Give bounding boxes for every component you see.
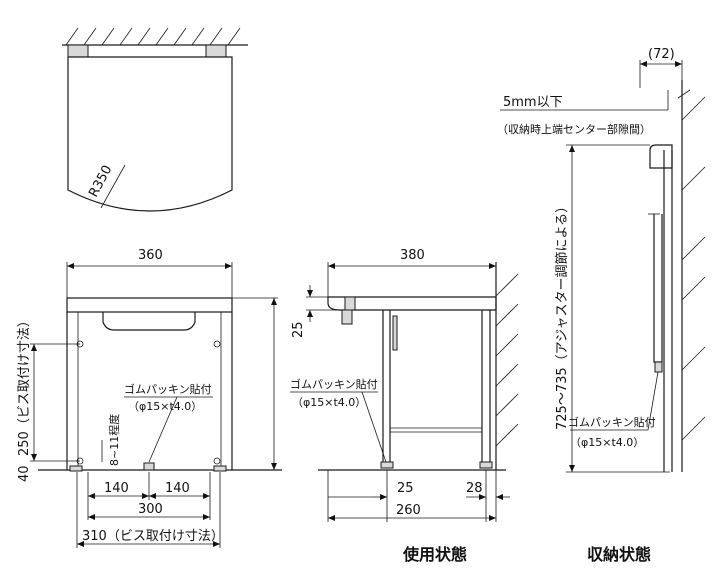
side-thickness-label: 25 bbox=[291, 321, 306, 338]
stored-gap-label: 5mm以下 bbox=[503, 95, 563, 110]
front-width-label: 360 bbox=[138, 248, 163, 263]
front-gasket-label: ゴムパッキン貼付 bbox=[124, 382, 212, 396]
side-gasket-label: ゴムパッキン貼付 bbox=[290, 377, 378, 391]
side-left-offset-label: 25 bbox=[397, 481, 414, 496]
stored-caption: 収納状態 bbox=[587, 545, 651, 564]
front-inner-width-label: 300 bbox=[138, 502, 163, 517]
side-right-offset-label: 28 bbox=[466, 481, 483, 496]
stored-gasket-label: ゴムパッキン貼付 bbox=[568, 415, 656, 429]
front-gasket-size: （φ15×t4.0） bbox=[128, 400, 202, 413]
front-view: 360 250（ビス取付け寸法） 40 8~11程度 ゴムパッキン貼付 bbox=[17, 248, 282, 548]
front-screw-height-label: 250（ビス取付け寸法） bbox=[17, 314, 32, 456]
side-caption: 使用状態 bbox=[402, 545, 467, 564]
front-clearance-label: 8~11程度 bbox=[107, 414, 121, 466]
front-half-right-label: 140 bbox=[165, 481, 190, 496]
stored-gap-note: （収納時上端センター部隙間） bbox=[497, 122, 651, 136]
stored-top-width-label: (72) bbox=[648, 47, 675, 62]
front-bottom-offset-label: 40 bbox=[17, 465, 32, 482]
side-width-label: 380 bbox=[400, 248, 425, 263]
top-view: R350 bbox=[62, 27, 248, 212]
stored-height-label: 725～735（アジャスター調節による） bbox=[555, 200, 570, 430]
side-gasket-size: （φ15×t4.0） bbox=[292, 396, 366, 409]
side-view: 380 25 ゴムパッキン貼付 （φ15×t4 bbox=[290, 248, 519, 564]
front-half-left-label: 140 bbox=[104, 481, 129, 496]
stored-gasket-size: （φ15×t4.0） bbox=[570, 436, 644, 449]
side-depth-label: 260 bbox=[396, 503, 421, 518]
radius-label: R350 bbox=[86, 163, 115, 200]
stored-view: (72) 5mm以下 （収納時上端センター部隙間） 725～735（アジャスター… bbox=[497, 47, 706, 564]
front-screw-width-label: 310（ビス取付け寸法） bbox=[82, 529, 224, 544]
